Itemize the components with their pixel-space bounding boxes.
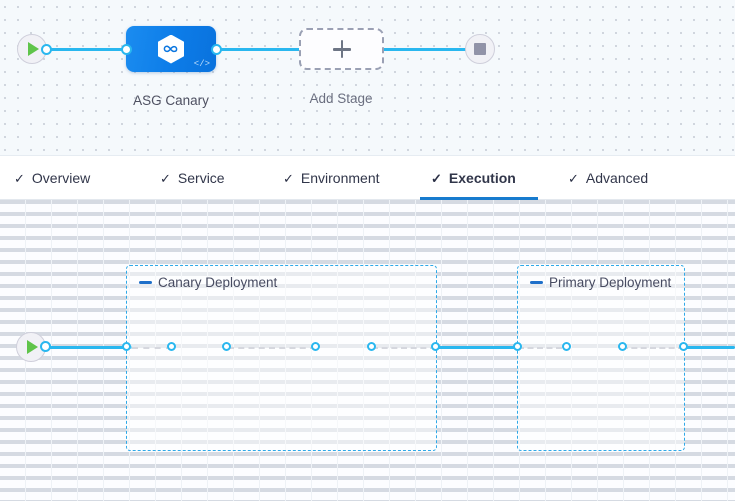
plus-icon — [332, 40, 351, 58]
tab-advanced[interactable]: ✓ Advanced — [568, 156, 668, 200]
group-title-label: Canary Deployment — [158, 275, 278, 290]
play-icon — [27, 340, 38, 354]
group-title-canary[interactable]: Canary Deployment — [139, 275, 277, 290]
execution-start-dot[interactable] — [40, 341, 51, 352]
tab-execution[interactable]: ✓ Execution — [420, 156, 538, 200]
canary-group-output-dot[interactable] — [431, 342, 440, 351]
tab-label: Advanced — [585, 170, 649, 186]
stage-output-dot[interactable] — [211, 44, 222, 55]
collapse-handle-icon[interactable] — [530, 281, 543, 284]
stage-code-badge[interactable]: </> — [193, 59, 210, 69]
primary-group-input-dot[interactable] — [513, 342, 522, 351]
check-icon: ✓ — [568, 170, 579, 186]
tab-service[interactable]: ✓ Service — [160, 156, 240, 200]
stop-icon — [474, 43, 486, 55]
connector-add-to-end — [375, 48, 473, 51]
dashed-link-2 — [228, 347, 316, 349]
step1-output-dot[interactable] — [222, 342, 231, 351]
connector-start-to-stage — [40, 48, 132, 51]
group-title-primary[interactable]: Primary Deployment — [530, 275, 671, 290]
dashed-link-1 — [132, 347, 172, 349]
tab-environment[interactable]: ✓ Environment — [283, 156, 395, 200]
add-stage-label: Add Stage — [309, 91, 373, 106]
stage-canvas[interactable]: </> ASG Canary Add Stage — [0, 0, 735, 156]
execution-canvas[interactable]: Canary Deployment </> — [0, 200, 735, 501]
pipeline-end-node[interactable] — [465, 34, 495, 64]
connector-stage-to-add — [216, 48, 308, 51]
step-group-canary-deployment[interactable]: Canary Deployment — [126, 265, 437, 451]
step2-input-dot[interactable] — [311, 342, 320, 351]
connector-primary-to-right — [683, 346, 735, 349]
tab-label: Service — [177, 170, 225, 186]
canary-group-input-dot[interactable] — [122, 342, 131, 351]
dashed-link-5 — [622, 347, 684, 349]
check-icon: ✓ — [160, 170, 171, 186]
add-stage-button[interactable] — [299, 28, 384, 70]
group-title-label: Primary Deployment — [549, 275, 672, 290]
check-icon: ✓ — [14, 170, 25, 186]
start-connector-dot[interactable] — [41, 44, 52, 55]
step2-output-dot[interactable] — [367, 342, 376, 351]
tab-label: Execution — [448, 170, 516, 186]
step1-input-dot[interactable] — [167, 342, 176, 351]
tab-label: Environment — [300, 170, 380, 186]
check-icon: ✓ — [431, 170, 442, 186]
stage-config-tabs: ✓ Overview ✓ Service ✓ Environment ✓ Exe… — [0, 156, 735, 200]
check-icon: ✓ — [283, 170, 294, 186]
tab-label: Overview — [31, 170, 91, 186]
dashed-link-3 — [372, 347, 436, 349]
primary-group-output-dot[interactable] — [679, 342, 688, 351]
step3-input-dot[interactable] — [562, 342, 571, 351]
stage-node-asg-canary[interactable]: </> — [126, 26, 216, 72]
step-group-primary-deployment[interactable]: Primary Deployment — [517, 265, 685, 451]
tab-overview[interactable]: ✓ Overview — [14, 156, 106, 200]
dashed-link-4 — [518, 347, 562, 349]
stage-label-asg-canary: ASG Canary — [133, 93, 209, 108]
play-icon — [28, 42, 39, 56]
step3-output-dot[interactable] — [618, 342, 627, 351]
stage-input-dot[interactable] — [121, 44, 132, 55]
connector-start-to-canary-group — [40, 346, 132, 349]
connector-canary-to-primary — [434, 346, 520, 349]
harness-hexagon-icon — [158, 34, 184, 64]
collapse-handle-icon[interactable] — [139, 281, 152, 284]
